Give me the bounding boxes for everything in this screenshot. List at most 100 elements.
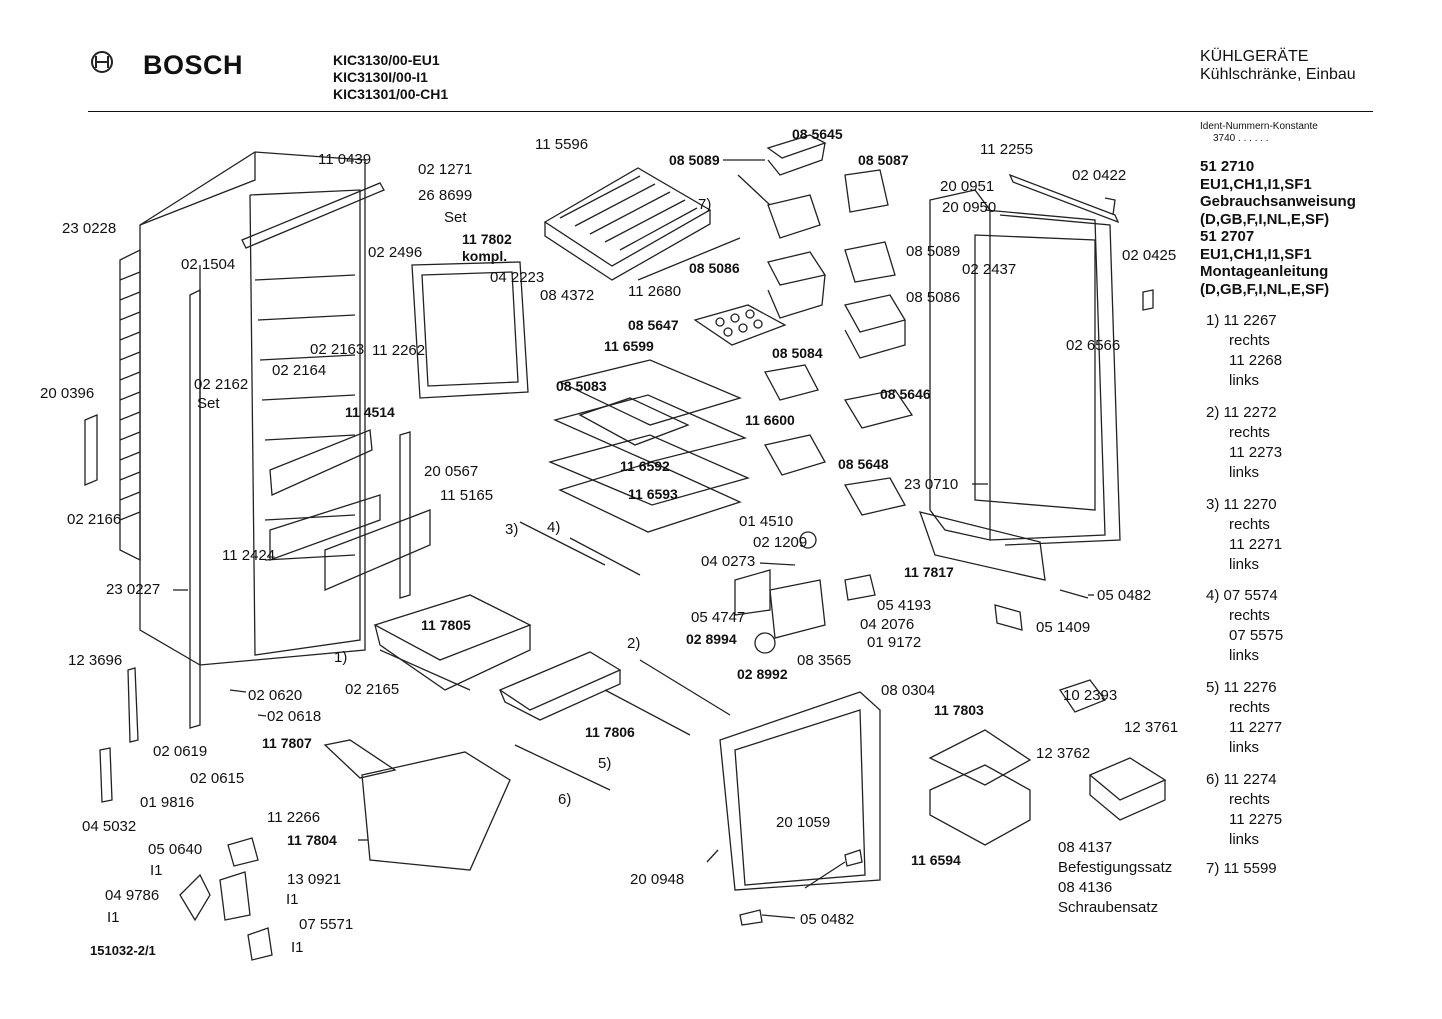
- variant-part: 11 2271: [1229, 536, 1283, 553]
- part-number-label: 11 7805: [421, 617, 471, 633]
- part-number-label: I1: [150, 862, 163, 879]
- part-number-label: 01 4510: [739, 513, 794, 530]
- documentation-list: 51 2710 EU1,CH1,I1,SF1 Gebrauchsanweisun…: [1200, 158, 1356, 298]
- variant-part: 11 2267: [1223, 312, 1277, 329]
- model-number: KIC3130/00-EU1: [333, 52, 440, 68]
- part-number-label: 02 0619: [153, 743, 208, 760]
- variant-side: links: [1229, 372, 1260, 389]
- variant-part: 11 2268: [1229, 352, 1283, 369]
- part-number-label: I1: [291, 939, 304, 956]
- part-number-label: 10 2393: [1063, 687, 1118, 704]
- doc-line: Montageanleitung: [1200, 263, 1329, 280]
- part-number-label: 04 9786: [105, 887, 160, 904]
- variant-part: 11 2276: [1223, 679, 1277, 696]
- part-number-label: 02 1504: [181, 256, 236, 273]
- category-title: KÜHLGERÄTE Kühlschränke, Einbau: [1200, 48, 1356, 84]
- variant-part: 11 5599: [1223, 860, 1277, 877]
- part-number-label: kompl.: [462, 248, 508, 264]
- variant-part: 11 2274: [1223, 771, 1277, 788]
- part-number-label: 08 3565: [797, 652, 852, 669]
- part-number-label: 11 7803: [934, 702, 984, 718]
- variant-side: links: [1229, 739, 1260, 756]
- variant-line: 6) 11 2274: [1206, 770, 1282, 790]
- part-number-label: I1: [107, 909, 120, 926]
- variant-number: 5): [1206, 679, 1224, 696]
- part-number-label: 6): [558, 791, 572, 808]
- part-number-label: 11 2255: [980, 141, 1034, 158]
- part-number-label: 11 7807: [262, 735, 312, 751]
- part-number-label: Befestigungssatz: [1058, 859, 1173, 876]
- part-number-label: 12 3696: [68, 652, 123, 669]
- part-number-label: 11 2266: [267, 809, 321, 826]
- part-number-label: 02 2163: [310, 341, 365, 358]
- variant-side: rechts: [1229, 516, 1270, 533]
- part-number-label: 02 0422: [1072, 167, 1127, 184]
- variant-part: 11 2275: [1229, 811, 1283, 828]
- variant-line: 7) 11 5599: [1206, 859, 1277, 879]
- part-number-label: 23 0227: [106, 581, 161, 598]
- variant-side: links: [1229, 464, 1260, 481]
- part-number-label: 5): [598, 755, 612, 772]
- part-number-label: 13 0921: [287, 871, 342, 888]
- doc-line: EU1,CH1,I1,SF1: [1200, 175, 1312, 193]
- part-number-label: 02 2166: [67, 511, 122, 528]
- variant-side: rechts: [1229, 332, 1270, 349]
- part-number-label: Set: [197, 395, 220, 412]
- part-number-label: 11 4514: [345, 404, 395, 420]
- part-number-label: 20 0567: [424, 463, 479, 480]
- part-number-label: 3): [505, 521, 519, 538]
- ident-value: 3740 . . . . . .: [1213, 133, 1269, 144]
- model-list: KIC3130/00-EU1 KIC3130I/00-I1 KIC31301/0…: [333, 52, 448, 103]
- part-number-label: 11 7806: [585, 724, 635, 740]
- variant-side: links: [1229, 647, 1260, 664]
- part-number-label: 08 5089: [906, 243, 961, 260]
- variant-part: 07 5574: [1223, 587, 1278, 604]
- part-number-label: 07 5571: [299, 916, 354, 933]
- part-number-label: 11 7817: [904, 564, 954, 580]
- variant-number: 4): [1206, 587, 1224, 604]
- part-number-label: Schraubensatz: [1058, 899, 1159, 916]
- part-number-label: 01 9816: [140, 794, 195, 811]
- doc-line: (D,GB,F,I,NL,E,SF): [1200, 210, 1330, 228]
- variant-part: 11 2277: [1229, 719, 1283, 736]
- part-number-label: 05 0640: [148, 841, 203, 858]
- part-number-label: 11 6593: [628, 486, 678, 502]
- model-number: KIC3130I/00-I1: [333, 69, 428, 85]
- part-number-label: 02 0618: [267, 708, 322, 725]
- part-number-label: 12 3761: [1124, 719, 1179, 736]
- part-number-label: 04 2076: [860, 616, 915, 633]
- variant-line: 4) 07 5574: [1206, 586, 1283, 606]
- part-number-label: 11 6600: [745, 412, 795, 428]
- part-number-label: 11 5165: [440, 487, 494, 504]
- ident-label: Ident-Nummern-Konstante: [1200, 121, 1318, 132]
- part-number-label: 02 1209: [753, 534, 808, 551]
- part-number-label: 02 0615: [190, 770, 245, 787]
- part-number-label: 05 4747: [691, 609, 746, 626]
- variant-number: 6): [1206, 771, 1224, 788]
- part-number-label: 02 6566: [1066, 337, 1121, 354]
- part-number-label: 02 0425: [1122, 247, 1177, 264]
- part-number-label: 23 0710: [904, 476, 959, 493]
- part-number-label: 12 3762: [1036, 745, 1091, 762]
- part-number-label: 02 2496: [368, 244, 423, 261]
- part-number-label: 11 2424: [222, 547, 276, 564]
- part-number-label: 02 2165: [345, 681, 400, 698]
- part-number-label: 08 0304: [881, 682, 936, 699]
- part-number-label: 11 6592: [620, 458, 670, 474]
- variant-number: 7): [1206, 860, 1224, 877]
- doc-line: (D,GB,F,I,NL,E,SF): [1200, 280, 1330, 298]
- ident-constant: Ident-Nummern-Konstante 3740 . . . . . .: [1200, 121, 1318, 145]
- part-number-label: 08 4136: [1058, 879, 1113, 896]
- part-number-label: 04 2223: [490, 269, 545, 286]
- variant-side: rechts: [1229, 607, 1270, 624]
- category-line: KÜHLGERÄTE: [1200, 48, 1309, 65]
- variant-part: 11 2272: [1223, 404, 1277, 421]
- variant-side: links: [1229, 831, 1260, 848]
- part-number-label: 7): [698, 196, 712, 213]
- variant-part: 07 5575: [1229, 627, 1284, 644]
- part-number-label: 23 0228: [62, 220, 117, 237]
